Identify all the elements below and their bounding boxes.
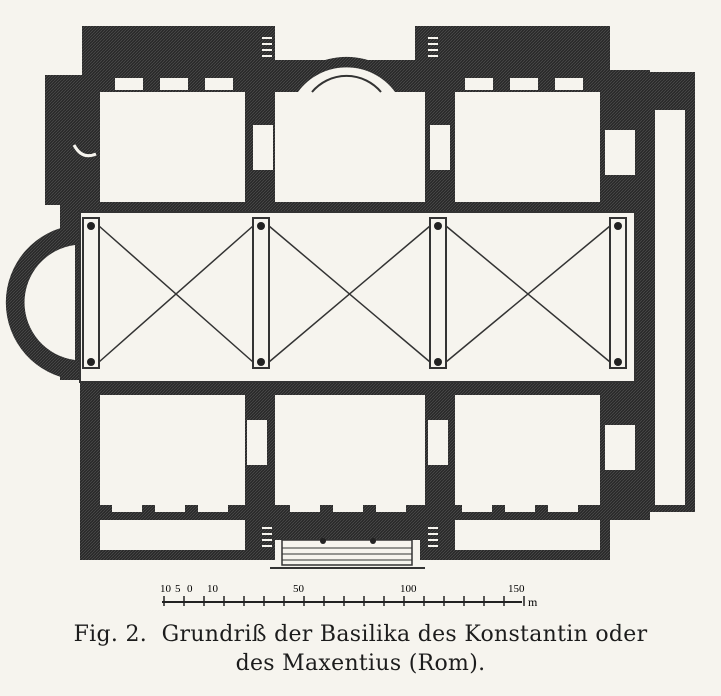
floor-plan	[5, 26, 695, 569]
nave	[79, 211, 636, 383]
caption-title-cont: des Maxentius (Rom).	[235, 651, 486, 676]
west-apse	[24, 245, 75, 360]
north-chambers	[100, 92, 600, 202]
arrow-mark	[72, 144, 97, 158]
north-apse	[298, 67, 395, 92]
wall-niches	[100, 78, 685, 550]
scale-bar: 10 5 0 10 50 100 150 m	[160, 583, 538, 609]
scale-label-100: 100	[400, 583, 417, 595]
figure-number: Fig. 2.	[73, 622, 148, 647]
figure-caption-line1: Fig. 2. Grundriß der Basilika des Konsta…	[0, 622, 721, 647]
stair-marks	[262, 37, 438, 547]
scale-label-50: 50	[293, 583, 305, 595]
scale-label-10: 10	[207, 583, 219, 595]
caption-title: Grundriß der Basilika des Konstantin ode…	[161, 622, 648, 647]
scale-unit: m	[528, 595, 538, 609]
scale-label-150: 150	[508, 583, 525, 595]
scale-label-0: 0	[187, 583, 193, 595]
scale-label-10a: 10	[160, 583, 172, 595]
scale-label-5: 5	[175, 583, 181, 595]
entrance-steps	[270, 538, 425, 569]
south-chambers	[100, 395, 600, 505]
figure-caption-line2: des Maxentius (Rom).	[0, 651, 721, 676]
